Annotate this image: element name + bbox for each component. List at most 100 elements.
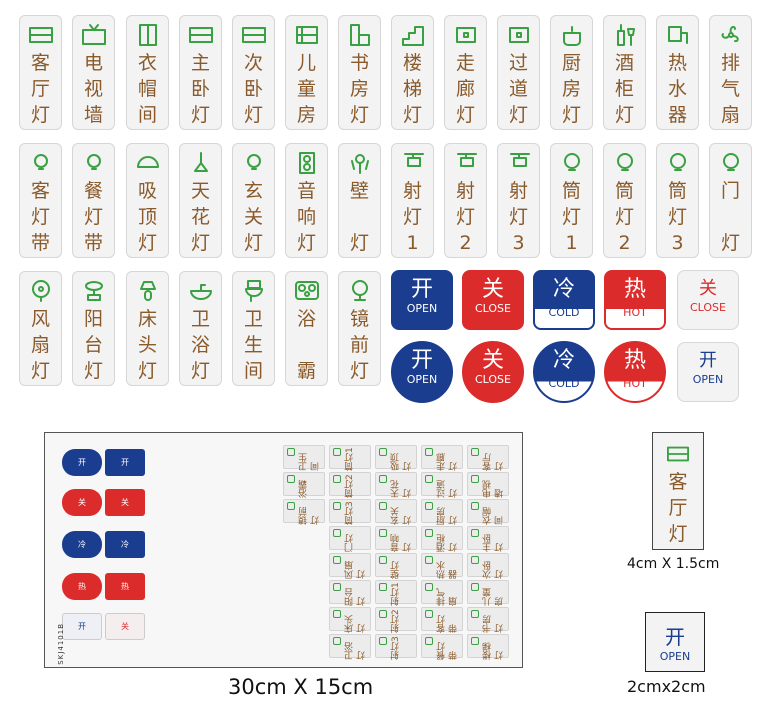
sticker-tile: 次 卧 灯 (232, 15, 275, 130)
fan-icon (333, 556, 341, 564)
mini-sticker: 卫生间 (283, 445, 325, 471)
heater-icon (292, 278, 322, 304)
mini-sticker-label: 主卧灯 (483, 534, 505, 552)
mini-sticker-label: 卫生间 (299, 453, 321, 471)
bookshelf-icon (345, 22, 375, 48)
bed-icon (471, 556, 479, 564)
mini-sticker: 客厅灯 (467, 445, 509, 471)
sticker-tile: 天 花 灯 (179, 143, 222, 258)
tile-label: 餐 灯 带 (83, 180, 103, 254)
tile-label: 音 响 灯 (296, 180, 316, 254)
sticker-sheet: 开 开 关 关 冷 冷 热 热 开 关 SKJ4101B 客厅灯电视墙衣帽间主卧… (44, 432, 523, 668)
tile-label: 风 扇 灯 (30, 308, 50, 382)
mini-sticker-label: 过道灯 (437, 480, 459, 498)
mini-close-square: 关 (105, 489, 145, 516)
mini-sticker-label: 玄关灯 (391, 507, 413, 525)
mini-sticker-label: 射灯3 (391, 636, 401, 660)
bookshelf-icon (471, 610, 479, 618)
tile-label: 射 灯 2 (455, 180, 475, 254)
mini-sticker-label: 次卧灯 (483, 561, 505, 579)
sticker-tile: 书 房 灯 (338, 15, 381, 130)
bulb-icon (557, 150, 587, 176)
mini-sticker-label: 儿童房 (483, 588, 505, 606)
mini-sticker: 玄关灯 (375, 499, 417, 525)
wine-icon (610, 22, 640, 48)
mini-sticker: 过道灯 (421, 472, 463, 498)
mini-sticker: 衣帽间 (467, 499, 509, 525)
mini-sticker: 风扇灯 (329, 553, 371, 579)
mini-sticker-label: 门灯 (345, 534, 355, 552)
tile-label: 主 卧 灯 (190, 52, 210, 126)
tile-label: 床 头 灯 (137, 308, 157, 382)
bulb-icon (239, 150, 269, 176)
bulb-icon (379, 502, 387, 510)
mini-sticker-label: 镜前灯 (299, 507, 321, 525)
bed-icon (239, 22, 269, 48)
sticker-tile: 电 视 墙 (72, 15, 115, 130)
sticker-tile: 风 扇 灯 (19, 271, 62, 386)
sticker-tile: 排 气 扇 (709, 15, 752, 130)
mini-sticker-label: 客厅灯 (483, 453, 505, 471)
mini-sticker: 卫浴灯 (329, 634, 371, 660)
bulb-icon (333, 475, 341, 483)
sticker-tile: 音 响 灯 (285, 143, 328, 258)
mini-sticker: 书房灯 (467, 607, 509, 633)
bunk-bed-icon (292, 22, 322, 48)
corridor-icon (425, 448, 433, 456)
tile-label: 筒 灯 3 (667, 180, 687, 254)
basin-icon (333, 637, 341, 645)
heater-icon (287, 475, 295, 483)
tile-label: 客 厅 灯 (30, 52, 50, 126)
table-lamp-icon (133, 278, 163, 304)
toilet-icon (287, 448, 295, 456)
mini-sticker: 门灯 (329, 526, 371, 552)
bed-icon (663, 443, 693, 469)
mini-sticker: 射灯1 (375, 580, 417, 606)
sticker-tile: 厨 房 灯 (550, 15, 593, 130)
sticker-tile: 壁 灯 (338, 143, 381, 258)
sticker-tile: 阳 台 灯 (72, 271, 115, 386)
tile-label: 排 气 扇 (720, 52, 740, 126)
spotlight-icon (379, 583, 387, 591)
pot-icon (425, 502, 433, 510)
wardrobe-icon (471, 502, 479, 510)
mini-sticker-label: 楼梯灯 (483, 642, 505, 660)
sticker-tile: 射 灯 3 (497, 143, 540, 258)
corridor-icon (451, 22, 481, 48)
tile-label: 卫 浴 灯 (190, 308, 210, 382)
sticker-tile: 筒 灯 3 (656, 143, 699, 258)
sticker-tile: 筒 灯 1 (550, 143, 593, 258)
spotlight-icon (398, 150, 428, 176)
mini-sticker-label: 壁灯 (391, 561, 401, 579)
tile-label: 天 花 灯 (190, 180, 210, 254)
bulb-icon (79, 150, 109, 176)
wall-lamp-icon (379, 556, 387, 564)
wall-lamp-icon (345, 150, 375, 176)
mini-sticker-label: 热水器 (437, 561, 459, 579)
spotlight-icon (451, 150, 481, 176)
tile-label: 门 灯 (720, 180, 740, 254)
bulb-icon (716, 150, 746, 176)
mini-sticker: 射灯3 (375, 634, 417, 660)
corridor-icon (425, 475, 433, 483)
bulb-icon (663, 150, 693, 176)
sticker-tile: 玄 关 灯 (232, 143, 275, 258)
sticker-tile: 衣 帽 间 (126, 15, 169, 130)
mini-sticker-label: 筒灯1 (345, 447, 355, 471)
speaker-icon (292, 150, 322, 176)
pendant-lamp-icon (186, 150, 216, 176)
sheet-size-caption: 30cm X 15cm (228, 675, 374, 699)
water-heater-icon (663, 22, 693, 48)
mirror-icon (345, 278, 375, 304)
mini-sticker: 楼梯灯 (467, 634, 509, 660)
mini-sticker: 筒灯1 (329, 445, 371, 471)
mini-sticker: 客灯带 (421, 607, 463, 633)
mini-sticker: 酒柜灯 (421, 526, 463, 552)
bulb-icon (333, 502, 341, 510)
tile-label: 阳 台 灯 (83, 308, 103, 382)
sticker-tile: 主 卧 灯 (179, 15, 222, 130)
